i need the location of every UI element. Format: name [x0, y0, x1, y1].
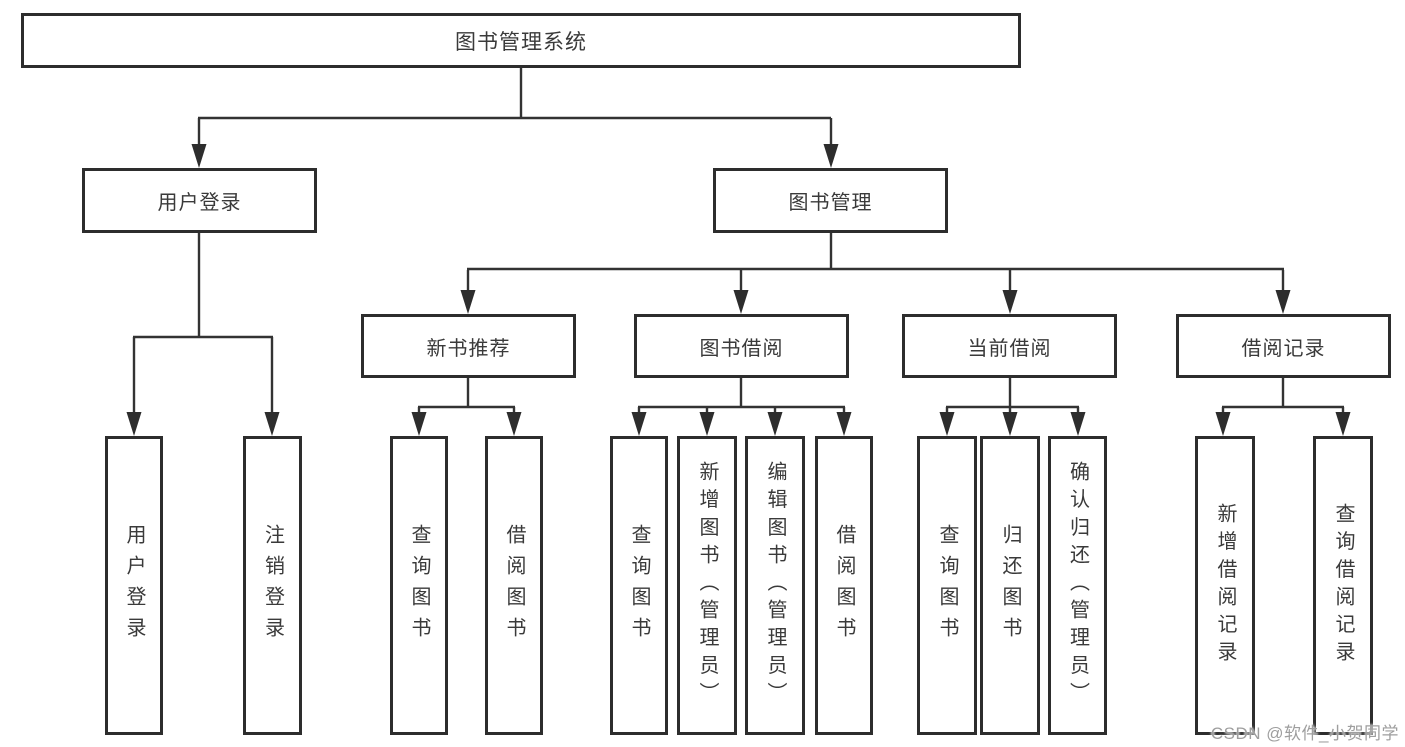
leaf-add-book-admin: 新增图书（管理员） — [677, 436, 737, 735]
node-label: 图书管理系统 — [455, 30, 587, 54]
leaf-edit-book-admin: 编辑图书（管理员） — [745, 436, 805, 735]
node-label: 图书管理 — [788, 192, 873, 214]
node-borrow-records: 借阅记录 — [1176, 314, 1391, 378]
node-book-borrow: 图书借阅 — [634, 314, 849, 378]
node-user-login: 用户登录 — [82, 168, 317, 233]
leaf-borrow-books: 借阅图书 — [815, 436, 873, 735]
node-book-management: 图书管理 — [713, 168, 948, 233]
node-library-management-system: 图书管理系统 — [21, 13, 1021, 68]
leaf-logout: 注销登录 — [243, 436, 302, 735]
node-label: 用户登录 — [157, 192, 242, 214]
node-label: 借阅图书 — [833, 523, 855, 648]
node-label: 借阅图书 — [503, 523, 525, 648]
node-label: 查询图书 — [628, 523, 650, 648]
node-label: 归还图书 — [999, 523, 1021, 648]
node-label: 注销登录 — [261, 523, 284, 648]
node-label: 新增图书（管理员） — [696, 461, 718, 710]
leaf-query-borrow-record: 查询借阅记录 — [1313, 436, 1373, 735]
leaf-user-login: 用户登录 — [105, 436, 163, 735]
leaf-confirm-return-admin: 确认归还（管理员） — [1048, 436, 1107, 735]
leaf-query-books-borrow: 查询图书 — [610, 436, 668, 735]
node-label: 查询图书 — [936, 523, 958, 648]
node-label: 当前借阅 — [967, 337, 1052, 360]
node-label: 确认归还（管理员） — [1066, 461, 1089, 710]
node-label: 新增借阅记录 — [1214, 502, 1236, 669]
leaf-query-books-recommend: 查询图书 — [390, 436, 448, 735]
node-label: 借阅记录 — [1241, 337, 1326, 360]
node-label: 图书借阅 — [699, 337, 784, 360]
watermark: CSDN @软件_小贺同学 — [1210, 724, 1399, 743]
node-label: 查询借阅记录 — [1332, 502, 1354, 669]
node-current-borrow: 当前借阅 — [902, 314, 1117, 378]
leaf-borrow-books-recommend: 借阅图书 — [485, 436, 543, 735]
node-new-book-recommend: 新书推荐 — [361, 314, 576, 378]
node-label: 查询图书 — [408, 523, 430, 648]
leaf-return-books: 归还图书 — [980, 436, 1040, 735]
leaf-query-books-current: 查询图书 — [917, 436, 977, 735]
leaf-add-borrow-record: 新增借阅记录 — [1195, 436, 1255, 735]
node-label: 用户登录 — [123, 523, 145, 648]
node-label: 编辑图书（管理员） — [764, 461, 786, 710]
node-label: 新书推荐 — [426, 337, 511, 360]
